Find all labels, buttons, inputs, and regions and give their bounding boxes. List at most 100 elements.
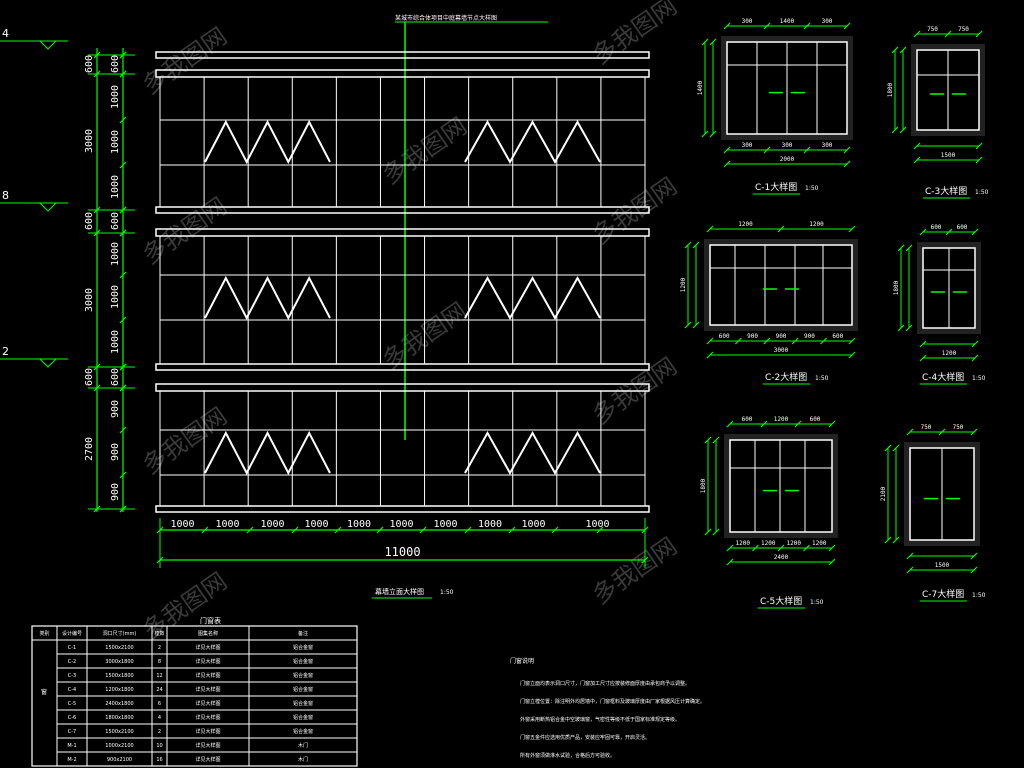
- note-line: 门窗立樘位置：除注明外均居墙中，门窗框料及玻璃厚度由厂家根据风压计算确定。: [520, 698, 705, 705]
- module-width-dim: 1000: [433, 519, 457, 530]
- detail-dim-value: 1200: [809, 221, 824, 228]
- dimension-tick: [93, 70, 101, 78]
- floor-slab-band: [155, 69, 650, 78]
- dimension-tick: [706, 225, 714, 233]
- dimension-tick: [641, 556, 649, 564]
- dimension-tick: [419, 526, 427, 534]
- detail-dim-value: 600: [832, 333, 843, 340]
- dimension-tick: [93, 505, 101, 513]
- detail-dim-value: 1200: [787, 540, 802, 547]
- dimension-tick: [763, 337, 771, 345]
- dimension-tick: [684, 241, 692, 249]
- dimension-tick: [843, 22, 851, 30]
- schedule-cell: C-5: [68, 701, 76, 707]
- segment-dim: 900: [110, 443, 121, 461]
- schedule-cell: 详见大样图: [195, 714, 220, 721]
- dimension-tick: [156, 526, 164, 534]
- floor-slab-band: [155, 383, 650, 392]
- schedule-header: 备注: [298, 630, 308, 637]
- dimension-tick: [763, 22, 771, 30]
- dimension-tick: [119, 363, 127, 371]
- dimension-tick: [119, 426, 127, 434]
- detail-dim-value: 600: [931, 224, 942, 231]
- segment-dim: 600: [110, 212, 121, 230]
- total-width-dim: 11000: [384, 545, 420, 559]
- floor-height-dim: 3000: [84, 129, 95, 153]
- schedule-cell: 1500x2100: [105, 729, 133, 735]
- dimension-tick: [119, 116, 127, 124]
- detail-dim-value: 900: [804, 333, 815, 340]
- dimension-tick: [641, 526, 649, 534]
- schedule-cell: 1500x2100: [105, 645, 133, 651]
- dimension-tick: [828, 420, 836, 428]
- detail-total-dim: 1200: [942, 350, 957, 357]
- detail-dim-value: 1200: [736, 540, 751, 547]
- dimension-tick: [906, 552, 914, 560]
- detail-total-dim: 3000: [774, 347, 789, 354]
- detail-dim-value: 600: [957, 224, 968, 231]
- dimension-tick: [93, 363, 101, 371]
- schedule-header: 设计编号: [62, 630, 82, 637]
- detail-total-dim: 2000: [780, 156, 795, 163]
- dimension-tick: [843, 160, 851, 168]
- dimension-tick: [93, 229, 101, 237]
- dimension-tick: [246, 526, 254, 534]
- note-line: 外窗采用断热铝合金中空玻璃窗，气密性等级不低于国家标准规定等级。: [520, 716, 680, 723]
- segment-dim: 1000: [110, 175, 121, 199]
- window-frame: [729, 439, 833, 533]
- dimension-tick: [913, 156, 921, 164]
- dimension-tick: [334, 526, 342, 534]
- schedule-category: 窗: [41, 688, 47, 696]
- dimension-tick: [975, 156, 983, 164]
- elevation-caption: 某城市综合体项目中庭幕墙节点大样图: [395, 14, 497, 22]
- schedule-cell: 12: [156, 673, 162, 679]
- dimension-tick: [734, 337, 742, 345]
- dimension-tick: [906, 428, 914, 436]
- dimension-tick: [763, 146, 771, 154]
- dimension-tick: [919, 354, 927, 362]
- dimension-tick: [892, 444, 900, 452]
- detail-dim-value: 1200: [812, 540, 827, 547]
- dimension-tick: [970, 428, 978, 436]
- dimension-tick: [760, 420, 768, 428]
- detail-scale: 1:50: [972, 375, 986, 382]
- dimension-tick: [820, 337, 828, 345]
- dimension-tick: [706, 337, 714, 345]
- dimension-tick: [803, 22, 811, 30]
- schedule-cell: 1000x2100: [105, 743, 133, 749]
- detail-dim-value: 1200: [761, 540, 776, 547]
- dimension-tick: [709, 38, 717, 46]
- dimension-tick: [119, 70, 127, 78]
- floor-slab-band: [155, 363, 650, 371]
- dimension-tick: [848, 225, 856, 233]
- dimension-tick: [119, 505, 127, 513]
- schedule-cell: 2: [158, 645, 161, 651]
- floor-slab-band: [155, 51, 650, 59]
- detail-dim-value: 300: [782, 142, 793, 149]
- dimension-tick: [975, 142, 983, 150]
- segment-dim: 900: [110, 483, 121, 501]
- zigzag-opening: [204, 275, 331, 321]
- dimension-tick: [723, 160, 731, 168]
- dimension-tick: [884, 444, 892, 452]
- schedule-cell: 详见大样图: [195, 658, 220, 665]
- schedule-title: 门窗表: [200, 616, 221, 625]
- dimension-tick: [376, 526, 384, 534]
- detail-scale: 1:50: [972, 592, 986, 599]
- module-width-dim: 1000: [521, 519, 545, 530]
- detail-side-dim: 2100: [880, 486, 887, 501]
- level-label: 4: [2, 27, 9, 40]
- segment-dim: 1000: [110, 285, 121, 309]
- detail-dim-value: 750: [921, 424, 932, 431]
- dimension-tick: [119, 316, 127, 324]
- detail-side-dim: 1800: [893, 280, 900, 295]
- module-width-dim: 1000: [215, 519, 239, 530]
- dimension-tick: [919, 228, 927, 236]
- dimension-tick: [93, 51, 101, 59]
- dimension-tick: [752, 544, 759, 552]
- detail-dim-value: 1200: [738, 221, 753, 228]
